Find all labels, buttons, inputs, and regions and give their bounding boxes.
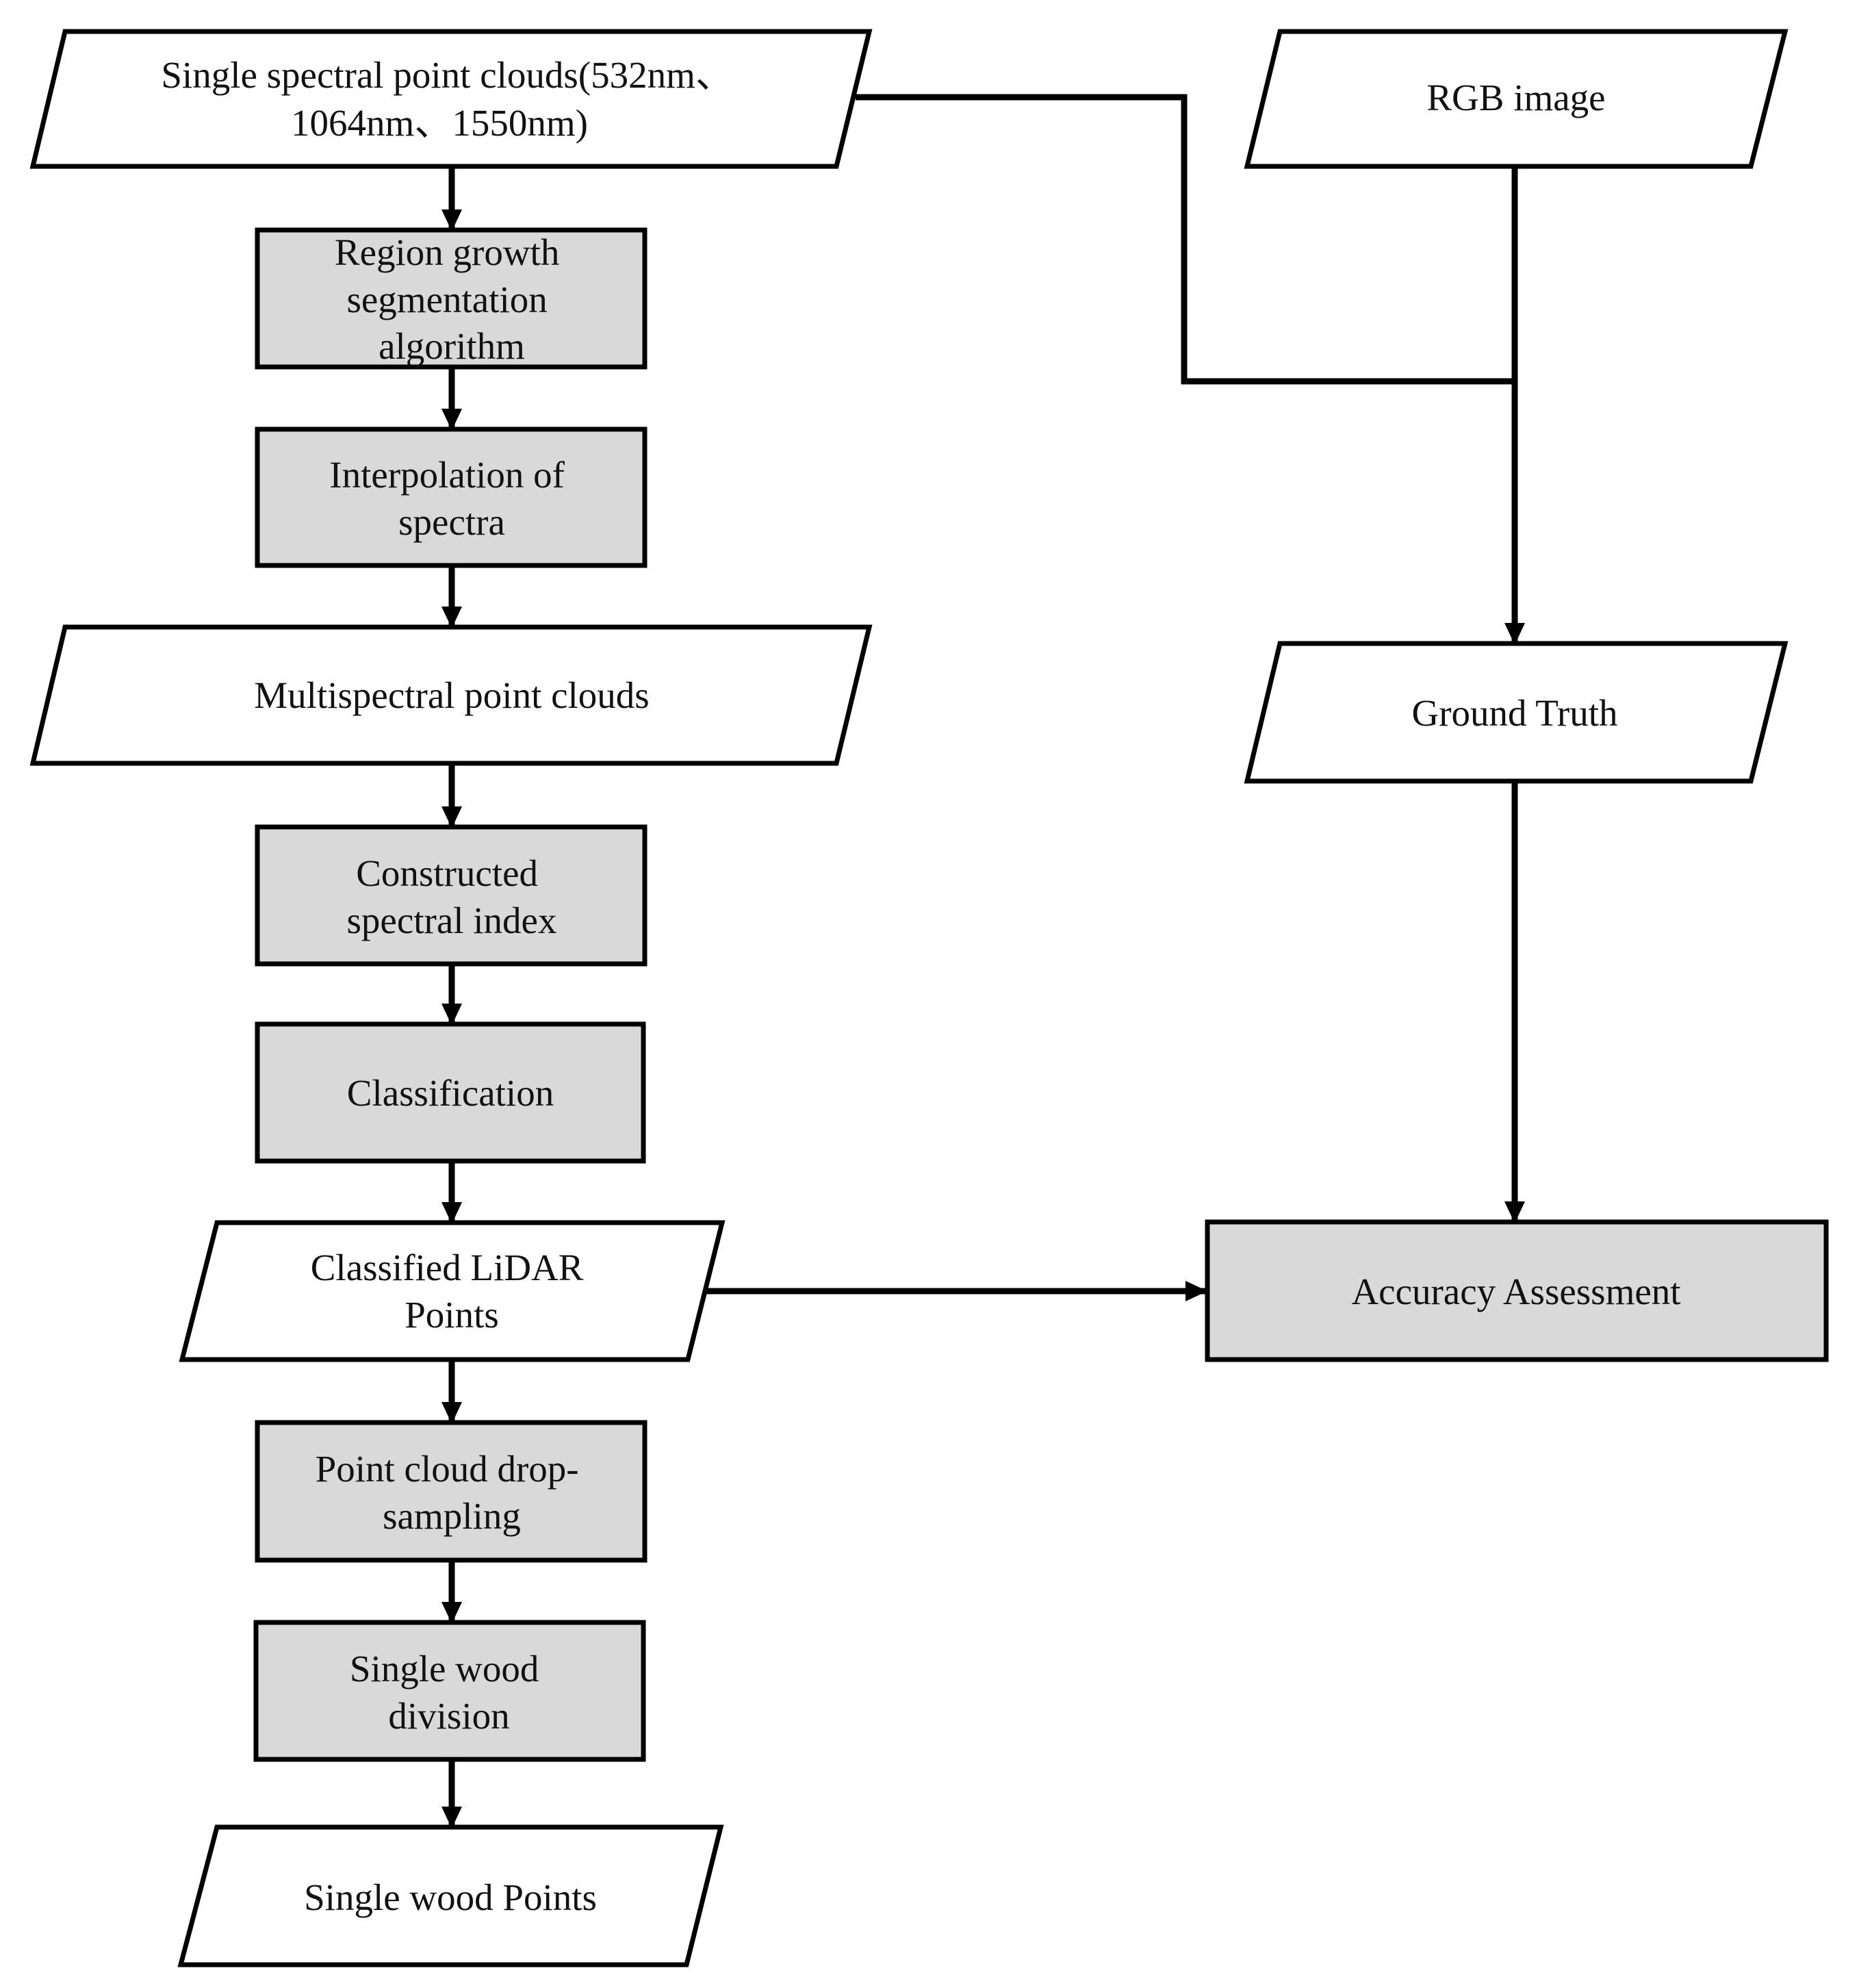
node-interpolation-label: Interpolation of spectra — [329, 454, 574, 543]
node-multispectral-label: Multispectral point clouds — [254, 674, 649, 716]
node-rgb-image: RGB image — [1244, 29, 1789, 169]
node-classification: Classification — [255, 1021, 646, 1164]
node-drop-sampling-label: Point cloud drop- sampling — [316, 1448, 589, 1537]
node-single-wood-points: Single wood Points — [177, 1824, 724, 1967]
node-spectral-index: Constructed spectral index — [255, 824, 648, 967]
node-single-spectral-label: Single spectral point clouds(532nm、 1064… — [161, 54, 742, 144]
node-single-spectral: Single spectral point clouds(532nm、 1064… — [29, 29, 873, 169]
node-accuracy-label: Accuracy Assessment — [1351, 1271, 1680, 1312]
node-region-growth: Region growth segmentation algorithm — [255, 227, 648, 370]
node-single-wood-division-shape — [253, 1620, 646, 1762]
node-accuracy: Accuracy Assessment — [1205, 1219, 1829, 1362]
node-single-wood-points-shape — [177, 1824, 724, 1967]
edge-single-spectral-to-ground-truth — [856, 94, 1515, 385]
node-multispectral: Multispectral point clouds — [29, 624, 873, 766]
node-ground-truth-shape — [1244, 641, 1789, 784]
node-rgb-image-label: RGB image — [1426, 77, 1605, 118]
node-single-wood-points-label: Single wood Points — [304, 1876, 597, 1918]
node-drop-sampling-shape — [255, 1420, 648, 1563]
node-ground-truth-label: Ground Truth — [1411, 692, 1617, 734]
node-classification-shape — [255, 1021, 646, 1164]
edges — [441, 94, 1525, 1828]
node-classification-label: Classification — [347, 1072, 554, 1114]
node-accuracy-shape — [1205, 1219, 1829, 1362]
node-region-growth-label: Region growth segmentation algorithm — [335, 231, 569, 367]
node-single-wood-division: Single wood division — [253, 1620, 646, 1762]
node-rgb-image-shape — [1244, 29, 1789, 169]
node-classified-lidar-shape — [179, 1220, 726, 1362]
node-spectral-index-shape — [255, 824, 648, 967]
node-single-wood-division-label: Single wood division — [350, 1648, 548, 1737]
node-single-spectral-shape — [29, 29, 873, 169]
node-region-growth-shape — [255, 227, 648, 370]
node-interpolation-shape — [255, 426, 648, 568]
node-multispectral-shape — [29, 624, 873, 766]
node-spectral-index-label: Constructed spectral index — [347, 852, 557, 941]
node-classified-lidar-label: Classified LiDAR Points — [311, 1247, 593, 1336]
node-drop-sampling: Point cloud drop- sampling — [255, 1420, 648, 1563]
node-classified-lidar: Classified LiDAR Points — [179, 1220, 726, 1362]
node-ground-truth: Ground Truth — [1244, 641, 1789, 784]
node-interpolation: Interpolation of spectra — [255, 426, 648, 568]
